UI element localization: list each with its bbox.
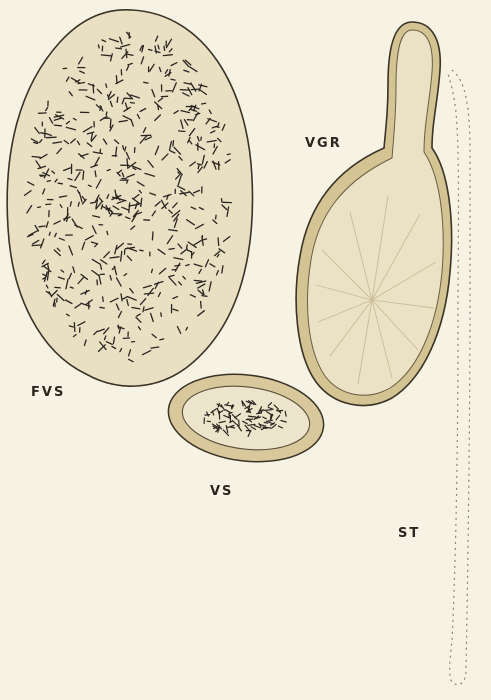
rod-mark [204,239,207,240]
label-vs: VS [210,484,233,499]
rod-mark [93,84,94,92]
rod-mark [163,55,172,56]
rod-mark [97,280,98,285]
rod-mark [83,171,84,180]
rod-mark [47,181,50,182]
rod-mark [187,245,188,248]
label-vgr: VGR [305,136,342,151]
rod-mark [116,48,122,49]
rod-mark [32,157,40,158]
rod-mark [169,249,174,250]
rod-mark [110,119,111,128]
rod-mark [173,141,174,147]
rod-mark [201,301,202,308]
rod-mark [32,245,42,246]
rod-mark [38,207,41,208]
fvs-structure [7,10,252,386]
rod-mark [98,45,99,48]
rod-mark [218,238,219,246]
rod-mark [46,137,56,138]
rod-mark [103,297,104,302]
rod-mark [264,428,267,429]
rod-mark [264,410,272,411]
rod-mark [198,165,199,169]
rod-mark [100,307,104,308]
vs-structure [163,366,328,470]
rod-mark [201,137,202,140]
rod-mark [164,46,165,50]
rod-mark [179,131,185,132]
rod-mark [264,422,268,423]
rod-mark [101,55,110,56]
rod-mark [216,215,217,219]
rod-mark [117,97,118,102]
rod-mark [95,171,96,177]
rod-mark [106,112,107,115]
vgr-structure [296,22,451,405]
rod-mark [141,198,142,206]
rod-mark [130,103,134,104]
rod-mark [49,232,50,235]
rod-mark [54,125,61,126]
rod-mark [194,280,202,281]
rod-mark [106,84,107,87]
rod-mark [175,265,180,266]
rod-mark [39,226,45,227]
st-structure [448,70,470,685]
rod-mark [152,269,153,272]
fvs-outline [7,10,252,386]
label-st: ST [398,526,420,541]
vgr-inner-lumen [308,30,444,395]
label-fvs: FVS [31,385,65,400]
rod-mark [202,296,207,297]
rod-mark [129,203,130,213]
rod-mark [202,103,206,104]
rod-mark [270,414,271,420]
rod-mark [158,106,159,110]
rod-mark [122,200,126,201]
rod-mark [107,231,108,234]
rod-mark [152,232,153,240]
rod-mark [227,154,230,155]
rod-mark [91,202,96,203]
rod-mark [144,82,148,83]
rod-mark [58,183,62,184]
st-duct [448,70,470,685]
rod-mark [161,313,162,317]
rod-mark [127,159,128,169]
rod-mark [231,427,235,428]
rod-mark [171,79,175,80]
rod-mark [74,323,75,332]
rod-mark [140,250,143,251]
